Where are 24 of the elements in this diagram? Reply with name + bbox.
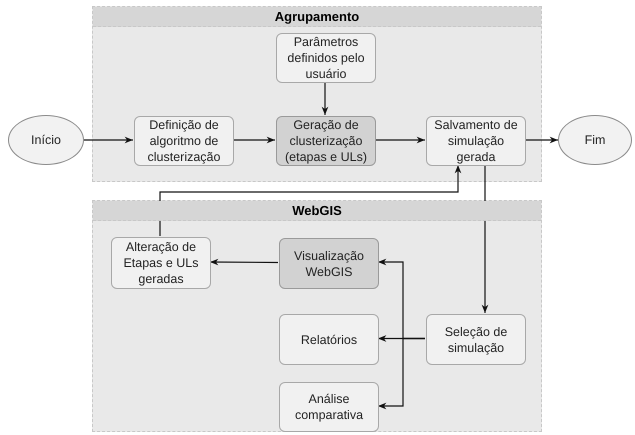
arrow bbox=[378, 338, 425, 410]
process-box: Relatórios bbox=[279, 314, 379, 365]
arrow bbox=[84, 136, 133, 144]
arrow bbox=[322, 82, 328, 115]
arrow bbox=[375, 136, 425, 144]
process-box: Definição de algoritmo de clusterização bbox=[134, 116, 234, 166]
process-box: Salvamento de simulação gerada bbox=[426, 116, 526, 166]
lane-header: WebGIS bbox=[93, 201, 541, 221]
arrow bbox=[233, 136, 275, 144]
arrow bbox=[482, 165, 488, 313]
terminal-ellipse: Início bbox=[8, 115, 84, 165]
process-box: Análise comparativa bbox=[279, 382, 379, 432]
arrow bbox=[525, 136, 558, 144]
process-box: Seleção de simulação bbox=[426, 314, 526, 365]
swimlane-container bbox=[92, 200, 542, 432]
process-box: Visualização WebGIS bbox=[279, 238, 379, 289]
swimlane-container bbox=[92, 6, 542, 182]
lane-header: Agrupamento bbox=[93, 7, 541, 27]
terminal-ellipse: Fim bbox=[558, 115, 632, 165]
process-box: Alteração de Etapas e ULs geradas bbox=[111, 237, 211, 289]
arrow bbox=[210, 258, 278, 266]
process-box: Geração de clusterização (etapas e ULs) bbox=[276, 116, 376, 166]
process-box: Parâmetros definidos pelo usuário bbox=[276, 33, 376, 83]
arrow bbox=[159, 165, 462, 236]
